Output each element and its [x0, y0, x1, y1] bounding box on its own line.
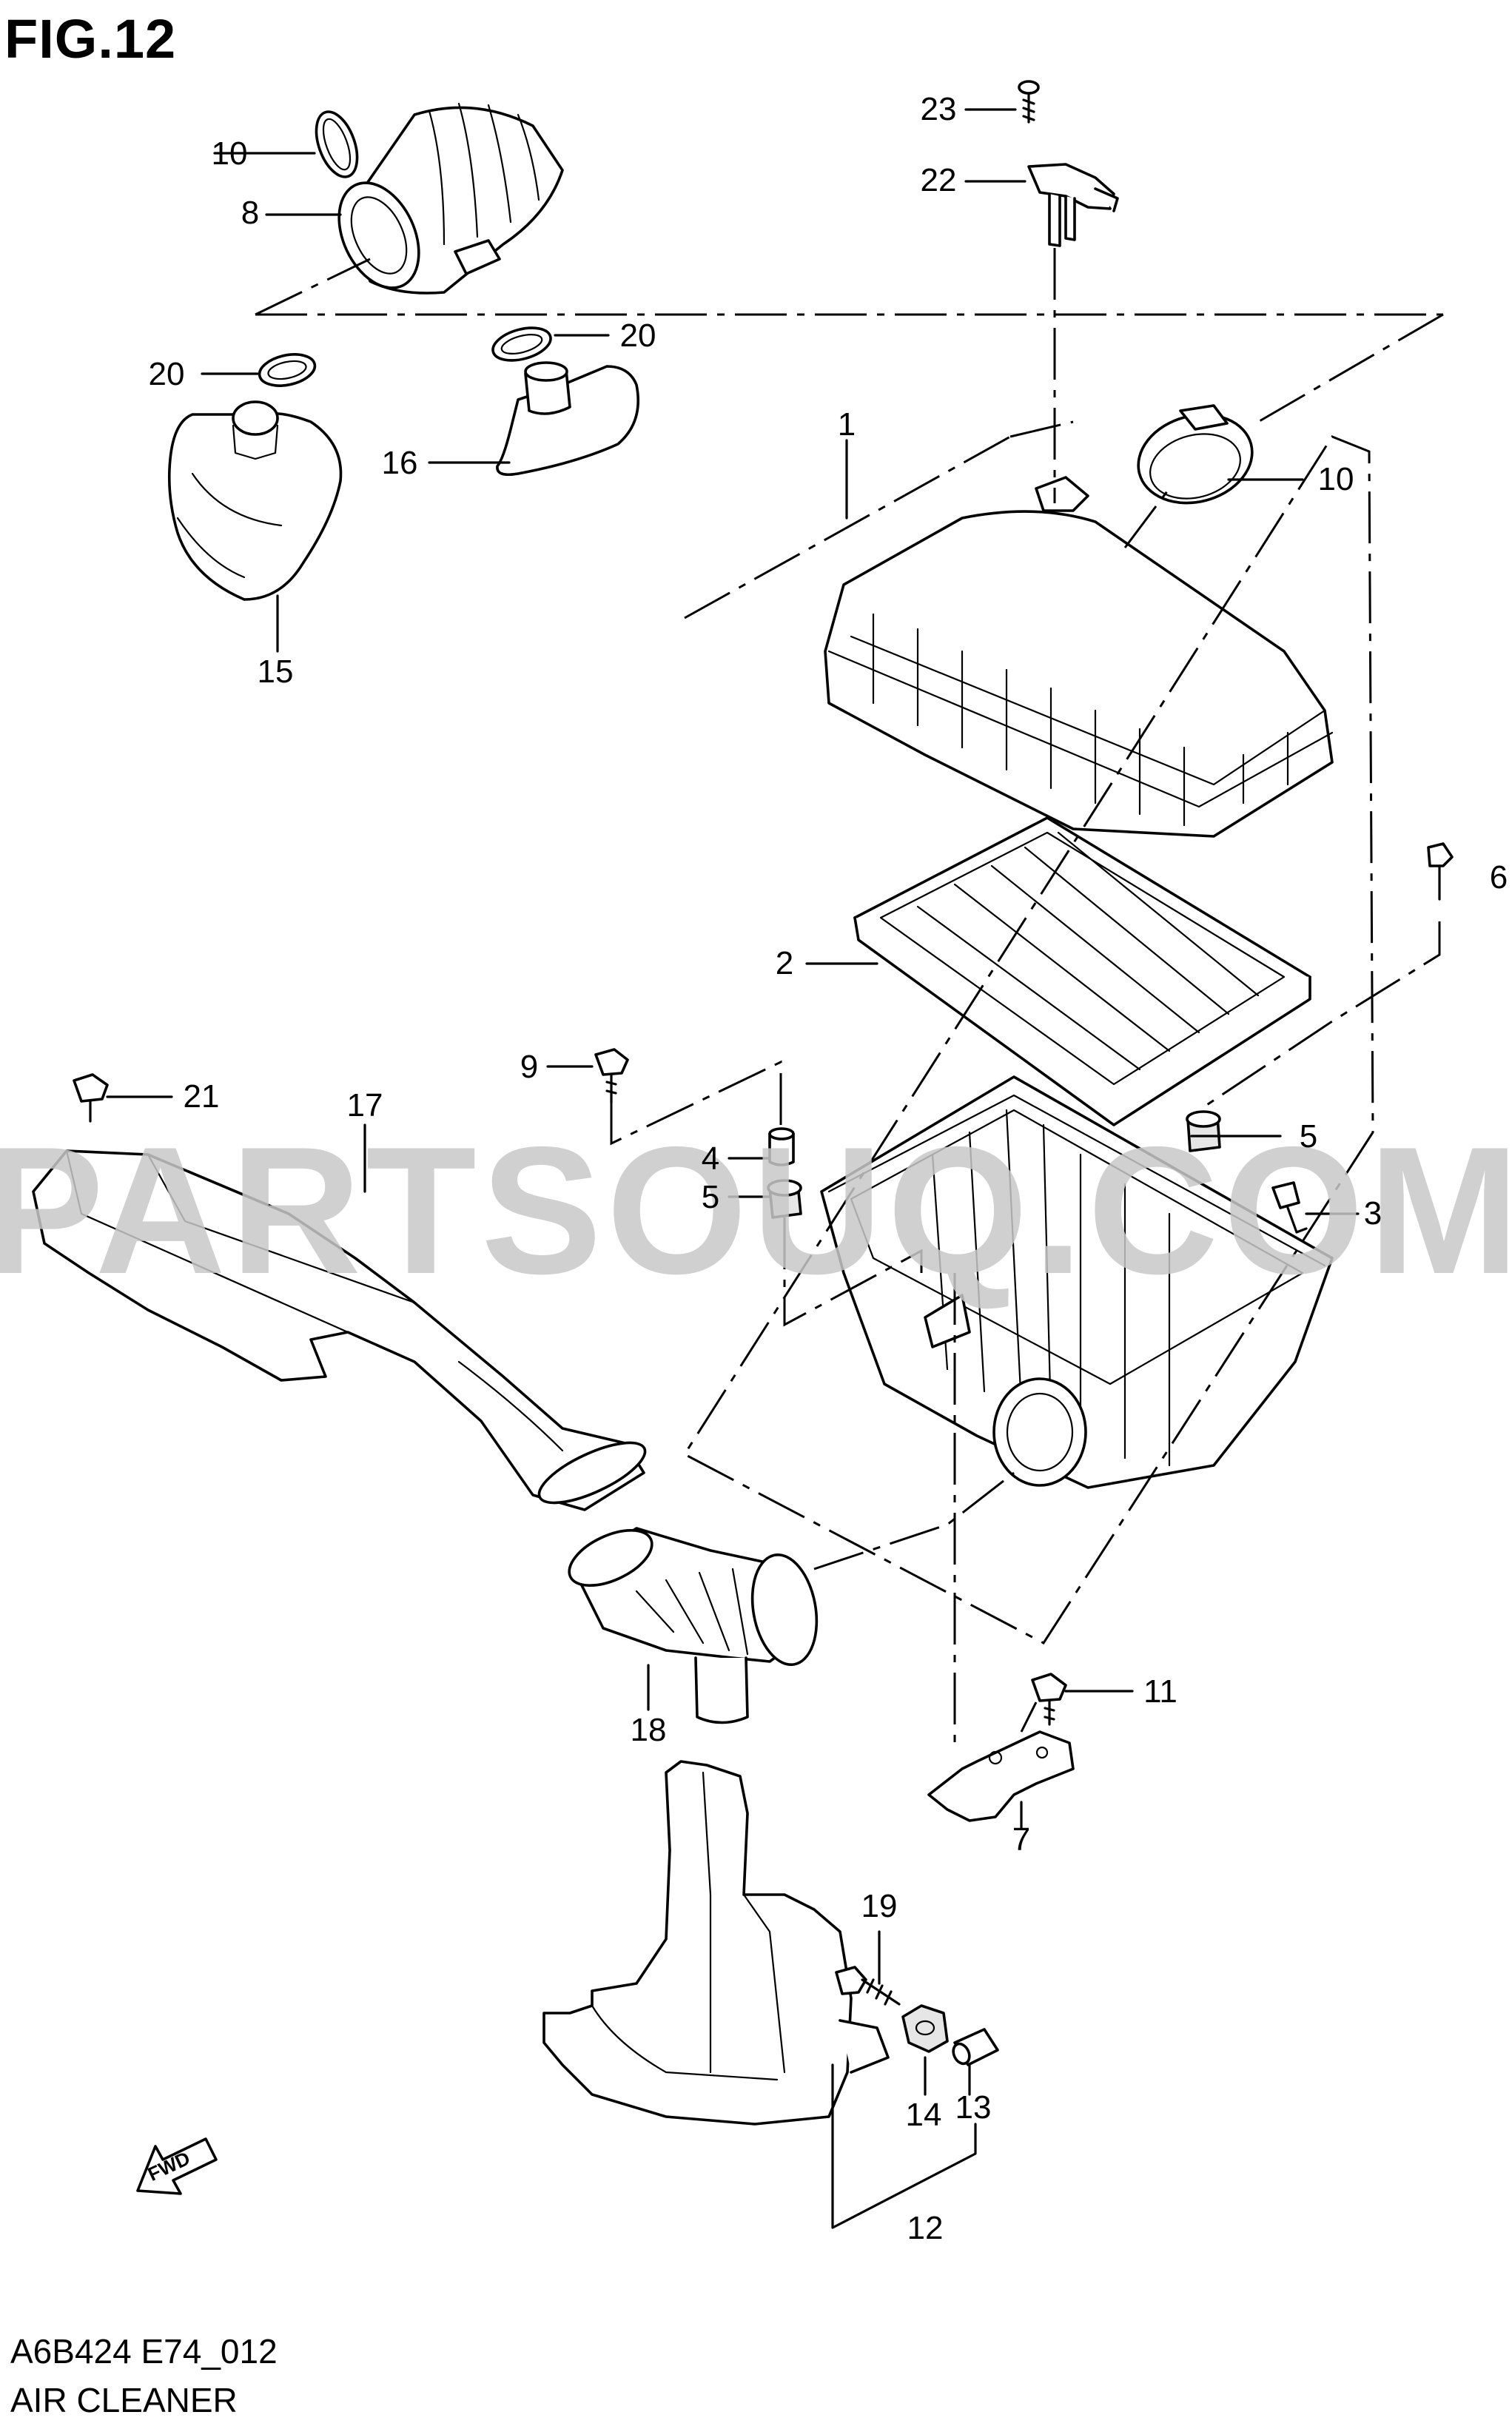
bolt-part-6[interactable] — [1427, 842, 1454, 901]
figure-code: A6B424 E74_012 — [10, 2332, 278, 2371]
callout-23[interactable]: 23 — [921, 91, 957, 127]
outlet-hose-part-8[interactable] — [323, 102, 564, 300]
air-flow-sensor-part-22[interactable] — [1027, 163, 1119, 247]
fwd-arrow-icon: FWD — [136, 2137, 218, 2195]
collar-part-13[interactable] — [950, 2028, 999, 2066]
callout-20-left[interactable]: 20 — [149, 356, 185, 392]
callout-10-right[interactable]: 10 — [1318, 461, 1354, 497]
watermark-text: PARTSOUQ.COM — [0, 1109, 1512, 1311]
callout-13[interactable]: 13 — [955, 2089, 992, 2126]
air-cleaner-upper-case-part-1[interactable] — [824, 476, 1334, 838]
callout-20-middle[interactable]: 20 — [620, 318, 656, 354]
callout-8[interactable]: 8 — [241, 195, 259, 231]
callout-4[interactable]: 4 — [702, 1140, 719, 1177]
air-filter-element-part-2[interactable] — [853, 816, 1311, 1126]
callout-3[interactable]: 3 — [1364, 1195, 1382, 1232]
collar-part-4[interactable] — [768, 1127, 795, 1166]
bolt-part-11[interactable] — [1031, 1673, 1067, 1726]
callout-7[interactable]: 7 — [1012, 1821, 1030, 1858]
callout-10-upper[interactable]: 10 — [212, 135, 248, 172]
resonator-assembly-part-12[interactable] — [542, 1760, 890, 2126]
resonator-part-15[interactable] — [167, 400, 343, 601]
hose-clamp-part-20-left[interactable] — [257, 350, 318, 391]
grommet-part-14[interactable] — [901, 2004, 949, 2053]
callout-5-left[interactable]: 5 — [702, 1179, 719, 1215]
hose-clamp-part-10-right[interactable] — [1129, 403, 1263, 515]
callout-18[interactable]: 18 — [631, 1712, 667, 1748]
bolt-part-19[interactable] — [835, 1966, 901, 2006]
callout-14[interactable]: 14 — [906, 2097, 942, 2133]
clip-part-3[interactable] — [1271, 1181, 1308, 1234]
callout-5-right[interactable]: 5 — [1300, 1118, 1317, 1155]
grommet-part-5-left[interactable] — [767, 1179, 802, 1219]
inlet-hose-part-18[interactable] — [561, 1519, 824, 1724]
callout-15[interactable]: 15 — [258, 654, 294, 690]
callout-17[interactable]: 17 — [347, 1087, 383, 1123]
callout-1[interactable]: 1 — [838, 406, 856, 443]
bracket-part-7[interactable] — [927, 1730, 1075, 1822]
leader-lines — [106, 108, 1360, 2229]
callout-6[interactable]: 6 — [1490, 859, 1508, 896]
callout-12[interactable]: 12 — [907, 2210, 944, 2246]
callout-22[interactable]: 22 — [921, 162, 957, 198]
inlet-duct-part-17[interactable] — [32, 1149, 653, 1515]
callout-2[interactable]: 2 — [776, 945, 793, 981]
callout-16[interactable]: 16 — [382, 445, 418, 481]
screw-part-23[interactable] — [1018, 80, 1040, 124]
hose-clamp-part-20-middle[interactable] — [489, 322, 554, 366]
callout-9[interactable]: 9 — [520, 1049, 538, 1085]
hose-clamp-part-10-upper[interactable] — [309, 107, 366, 183]
bolt-part-21[interactable] — [73, 1073, 109, 1123]
figure-name: AIR CLEANER — [10, 2381, 238, 2419]
callout-labels: 1 2 3 4 5 5 6 7 8 9 10 10 11 12 13 14 15… — [149, 91, 1508, 2246]
figure-title: FIG.12 — [4, 8, 177, 70]
callout-19[interactable]: 19 — [861, 1888, 898, 1924]
assembly-frame-lines — [255, 248, 1444, 1747]
resonator-hose-part-16[interactable] — [496, 361, 639, 477]
callout-21[interactable]: 21 — [184, 1078, 220, 1115]
air-cleaner-lower-case-part-1[interactable] — [820, 1075, 1334, 1489]
callout-11[interactable]: 11 — [1143, 1673, 1177, 1710]
grommet-part-5-right[interactable] — [1186, 1110, 1221, 1152]
bolt-part-9[interactable] — [594, 1048, 629, 1104]
